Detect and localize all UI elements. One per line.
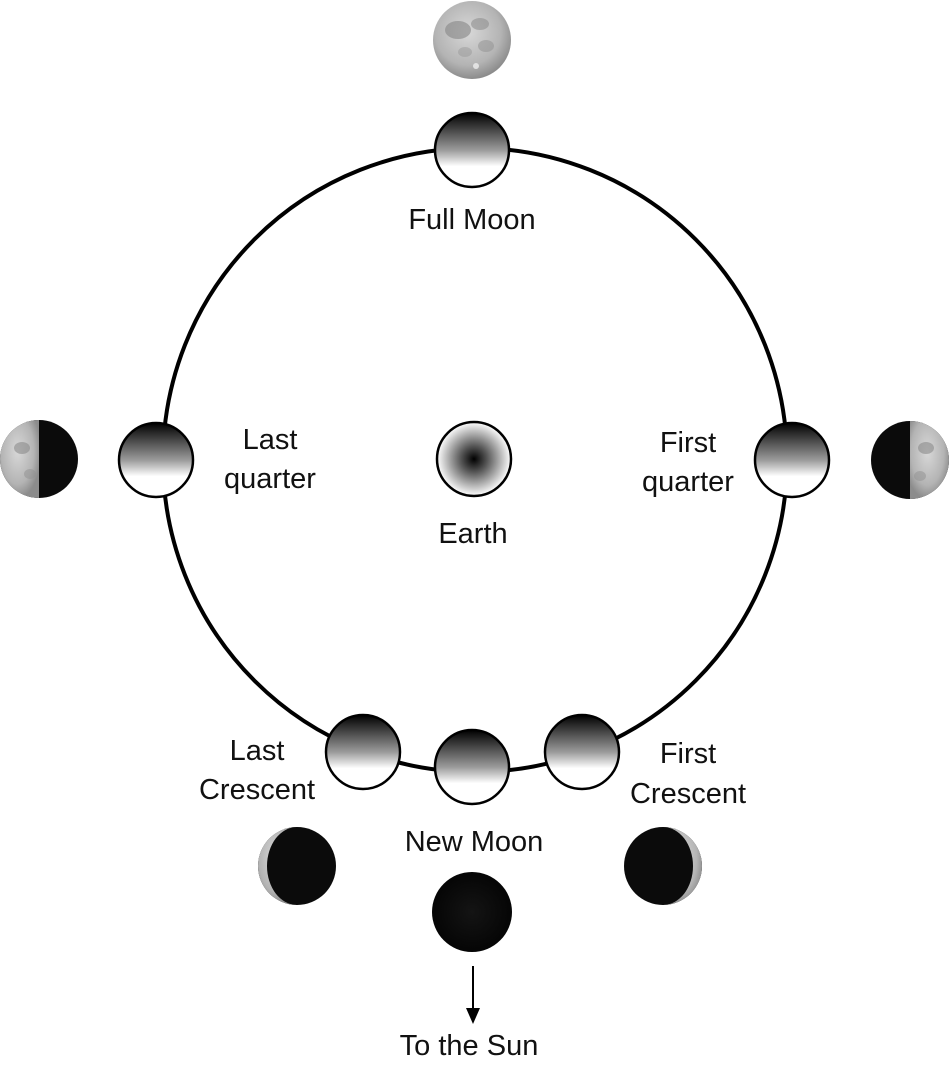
full-moon-label: Full Moon	[408, 204, 535, 236]
first-quarter-label-line2: quarter	[642, 466, 734, 498]
moon-appearance-new-icon	[432, 872, 512, 952]
moon-appearance-first-quarter-icon	[871, 421, 949, 499]
last-crescent-label-line1: Last	[230, 735, 285, 767]
earth-label: Earth	[438, 518, 507, 550]
moon-appearance-first-crescent-icon	[624, 827, 702, 905]
moon-position-last-crescent-icon	[324, 713, 402, 791]
new-moon-label: New Moon	[405, 826, 544, 858]
moon-position-full-icon	[433, 111, 511, 189]
earth-icon	[435, 420, 513, 498]
last-quarter-label-line2: quarter	[224, 463, 316, 495]
moon-appearance-last-quarter-icon	[0, 420, 78, 498]
first-crescent-label-line1: First	[660, 738, 716, 770]
arrow-down-icon	[466, 966, 480, 1024]
moon-position-first-crescent-icon	[543, 713, 621, 791]
to-the-sun-label: To the Sun	[400, 1030, 539, 1061]
first-quarter-label-line1: First	[660, 427, 716, 459]
moon-position-first-quarter-icon	[753, 421, 831, 499]
moon-position-last-quarter-icon	[117, 421, 195, 499]
moon-appearance-last-crescent-icon	[258, 827, 336, 905]
last-crescent-label-line2: Crescent	[199, 774, 315, 806]
first-crescent-label-line2: Crescent	[630, 778, 746, 810]
last-quarter-label-line1: Last	[243, 424, 298, 456]
moon-position-new-icon	[433, 728, 511, 806]
moon-appearance-full-icon	[433, 1, 511, 79]
